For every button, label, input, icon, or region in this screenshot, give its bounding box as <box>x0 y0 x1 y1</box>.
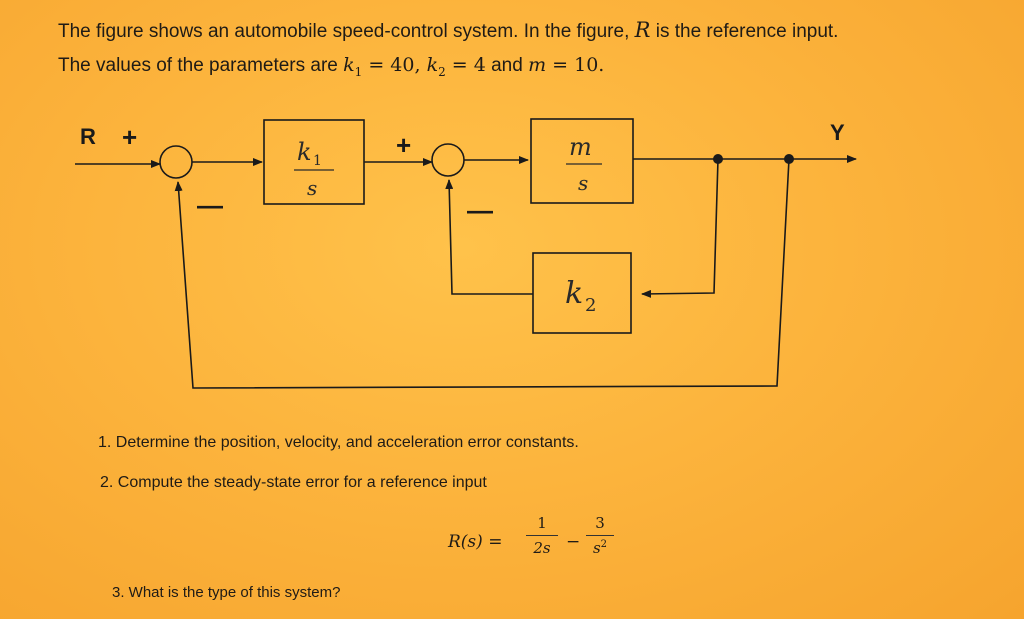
summing-junction-2 <box>431 143 465 177</box>
block2-denominator: s <box>578 171 588 195</box>
problem-statement-line-1: The figure shows an automobile speed-con… <box>58 18 838 43</box>
term-2-exponent: 2 <box>600 539 608 550</box>
term-2-denominator: s <box>592 539 601 557</box>
branch-point-inner <box>713 154 723 164</box>
intro-text-1-end: is the reference input. <box>650 21 839 42</box>
block-k2 <box>532 252 632 334</box>
block2-numerator: m <box>569 133 592 161</box>
term-2-fraction: 3 s2 <box>586 514 614 557</box>
term-1-fraction: 1 2s <box>526 514 558 557</box>
block-m-over-s <box>530 118 634 204</box>
inner-feedback-to-k2-line <box>641 158 719 298</box>
equation-lhs: R(s) = <box>448 532 503 552</box>
var-r: R <box>634 18 651 42</box>
summing-junction-1 <box>159 145 193 179</box>
k2-value: = 4 <box>445 54 486 76</box>
reference-input-equation: R(s) = 1 2s − 3 s2 <box>448 510 628 580</box>
intro-text-1: The figure shows an automobile speed-con… <box>58 21 635 42</box>
block1-denominator: s <box>307 176 317 200</box>
block1-numerator-sub: 1 <box>313 153 322 169</box>
block3-k: k <box>565 276 583 311</box>
var-k2-sub: 2 <box>438 64 446 79</box>
branch-point-outer <box>784 154 794 164</box>
question-3: 3. What is the type of this system? <box>112 584 341 601</box>
m-value: = 10. <box>546 54 605 76</box>
term-1-denominator: 2s <box>533 539 551 557</box>
var-m: m <box>528 54 547 76</box>
equation-operator: − <box>566 532 581 552</box>
var-k1: k <box>343 54 355 76</box>
sum1-minus-sign: — <box>197 190 223 220</box>
problem-statement-line-2: The values of the parameters are k1 = 40… <box>58 54 604 79</box>
input-label-r: R <box>80 124 96 149</box>
var-k2: k <box>426 54 439 76</box>
term-2-numerator: 3 <box>595 514 605 532</box>
block3-sub: 2 <box>585 295 596 316</box>
k1-value: = 40, <box>362 54 427 76</box>
outer-feedback-line <box>174 158 790 389</box>
output-label-y: Y <box>830 120 845 145</box>
sum2-minus-sign: — <box>467 195 493 225</box>
term-1-numerator: 1 <box>537 514 547 532</box>
and-text: and <box>485 55 529 76</box>
var-k1-sub: 1 <box>354 64 363 79</box>
sum2-plus-sign: + <box>396 130 411 160</box>
question-2: 2. Compute the steady-state error for a … <box>100 474 487 491</box>
k2-to-sum2-line <box>445 179 533 295</box>
question-1: 1. Determine the position, velocity, and… <box>98 434 579 451</box>
block1-numerator-k: k <box>297 138 312 166</box>
intro-text-2: The values of the parameters are <box>58 55 344 76</box>
sum1-plus-sign: + <box>122 122 137 152</box>
